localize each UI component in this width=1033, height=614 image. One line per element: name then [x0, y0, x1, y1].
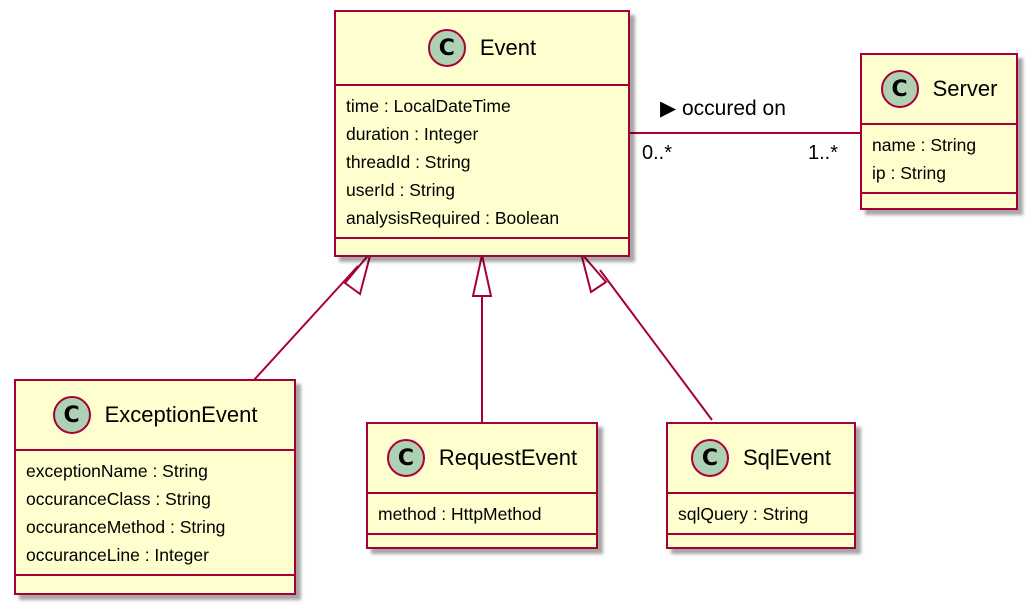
attribute: sqlQuery : String — [678, 504, 809, 524]
class-name: SqlEvent — [742, 445, 832, 470]
inheritance-arrowhead-exception — [343, 251, 372, 296]
class-stereotype-c-icon: C — [880, 70, 919, 108]
attribute: method : HttpMethod — [378, 504, 542, 524]
class-stereotype-c-icon: C — [690, 439, 729, 477]
attribute: occuranceLine : Integer — [26, 545, 209, 565]
attribute: exceptionName : String — [26, 461, 208, 481]
class-header: C Server — [862, 55, 1016, 125]
operation-compartment — [862, 194, 1016, 207]
attribute: ip : String — [872, 163, 946, 183]
class-header: C RequestEvent — [368, 424, 596, 494]
association-label: ▶ occured on — [660, 96, 786, 121]
class-exception-event[interactable]: C ExceptionEvent exceptionName : String … — [14, 379, 296, 595]
class-name: Server — [932, 76, 998, 101]
attribute: analysisRequired : Boolean — [346, 208, 560, 228]
generalization-line-sql — [599, 269, 713, 421]
attribute: duration : Integer — [346, 124, 479, 144]
class-name: ExceptionEvent — [104, 402, 258, 427]
class-stereotype-c-icon: C — [386, 439, 425, 477]
attribute: name : String — [872, 135, 977, 155]
class-header: C SqlEvent — [668, 424, 854, 494]
multiplicity-server-end: 1..* — [808, 142, 839, 164]
operation-compartment — [668, 535, 854, 548]
inheritance-arrowhead-sql — [580, 252, 608, 294]
attribute-compartment: sqlQuery : String — [668, 494, 854, 535]
attribute-compartment: time : LocalDateTime duration : Integer … — [336, 86, 628, 239]
operation-compartment — [336, 239, 628, 252]
class-stereotype-c-icon: C — [427, 29, 466, 67]
association-name: occured on — [682, 97, 786, 120]
class-request-event[interactable]: C RequestEvent method : HttpMethod — [366, 422, 598, 549]
operation-compartment — [368, 535, 596, 548]
attribute: occuranceClass : String — [26, 489, 211, 509]
class-server[interactable]: C Server name : String ip : String — [860, 53, 1018, 210]
class-name: RequestEvent — [438, 445, 578, 470]
attribute-compartment: exceptionName : String occuranceClass : … — [16, 451, 294, 576]
multiplicity-event-end: 0..* — [642, 142, 673, 164]
class-name: Event — [479, 35, 537, 60]
class-header: C ExceptionEvent — [16, 381, 294, 451]
attribute-compartment: name : String ip : String — [862, 125, 1016, 194]
generalization-line-exception — [253, 265, 359, 381]
attribute: occuranceMethod : String — [26, 517, 226, 537]
attribute: time : LocalDateTime — [346, 96, 511, 116]
operation-compartment — [16, 576, 294, 589]
class-stereotype-c-icon: C — [52, 396, 91, 434]
class-header: C Event — [336, 12, 628, 86]
attribute: userId : String — [346, 180, 455, 200]
inheritance-arrowhead-request — [471, 254, 493, 297]
direction-triangle-icon: ▶ — [660, 97, 677, 120]
class-sql-event[interactable]: C SqlEvent sqlQuery : String — [666, 422, 856, 549]
attribute-compartment: method : HttpMethod — [368, 494, 596, 535]
attribute: threadId : String — [346, 152, 471, 172]
class-event[interactable]: C Event time : LocalDateTime duration : … — [334, 10, 630, 257]
